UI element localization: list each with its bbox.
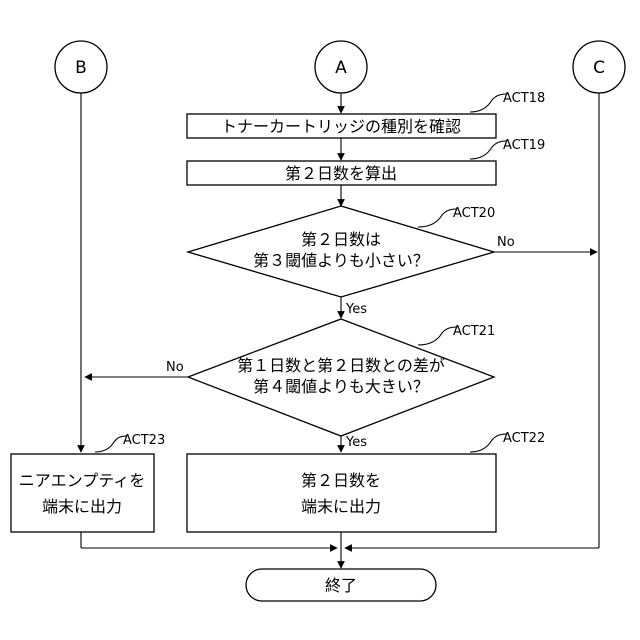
act21-label-leader [418,327,456,345]
act20-no-label: No [497,235,515,250]
step-act19: 第２日数を算出 ACT19 [187,138,545,185]
act20-yes-label: Yes [345,302,367,317]
act18-label: ACT18 [503,91,545,106]
connector-b-label: B [75,58,87,78]
act22-line2: 端末に出力 [301,497,381,516]
act19-label: ACT19 [503,138,545,153]
connector-b: B [55,41,107,93]
act18-label-leader [470,94,506,112]
act23-label: ACT23 [123,433,165,448]
act19-text: 第２日数を算出 [285,164,397,183]
decision-act21: 第１日数と第２日数との差が 第４閾値よりも大きい？ ACT21 No Yes [166,319,495,450]
connector-a: A [315,41,367,93]
act23-line1: ニアエンプティを [19,471,146,490]
step-act18: トナーカートリッジの種別を確認 ACT18 [187,91,545,138]
act20-label-leader [418,209,456,227]
act21-line1: 第１日数と第２日数との差が [237,356,445,375]
connector-c: C [573,41,625,93]
step-act23: ニアエンプティを 端末に出力 ACT23 [11,433,165,532]
act21-label: ACT21 [453,324,495,339]
act23-label-leader [95,436,126,452]
act23-line2: 端末に出力 [42,497,122,516]
act21-no-label: No [166,360,184,375]
act21-yes-label: Yes [345,435,367,450]
act19-label-leader [470,141,506,159]
decision-act20: 第２日数は 第３閾値よりも小さい？ ACT20 No Yes [188,206,515,317]
act20-line2: 第３閾値よりも小さい？ [253,251,429,270]
act18-text: トナーカートリッジの種別を確認 [221,117,461,136]
connector-c-label: C [593,58,605,78]
act20-label: ACT20 [453,206,495,221]
act22-line1: 第２日数を [301,471,381,490]
act20-line1: 第２日数は [301,230,381,249]
act22-label: ACT22 [503,431,545,446]
connector-a-label: A [335,58,347,78]
terminator-end: 終了 [246,569,436,601]
end-text: 終了 [325,576,357,595]
act21-line2: 第４閾値よりも大きい？ [253,377,429,396]
act22-label-leader [470,434,506,452]
